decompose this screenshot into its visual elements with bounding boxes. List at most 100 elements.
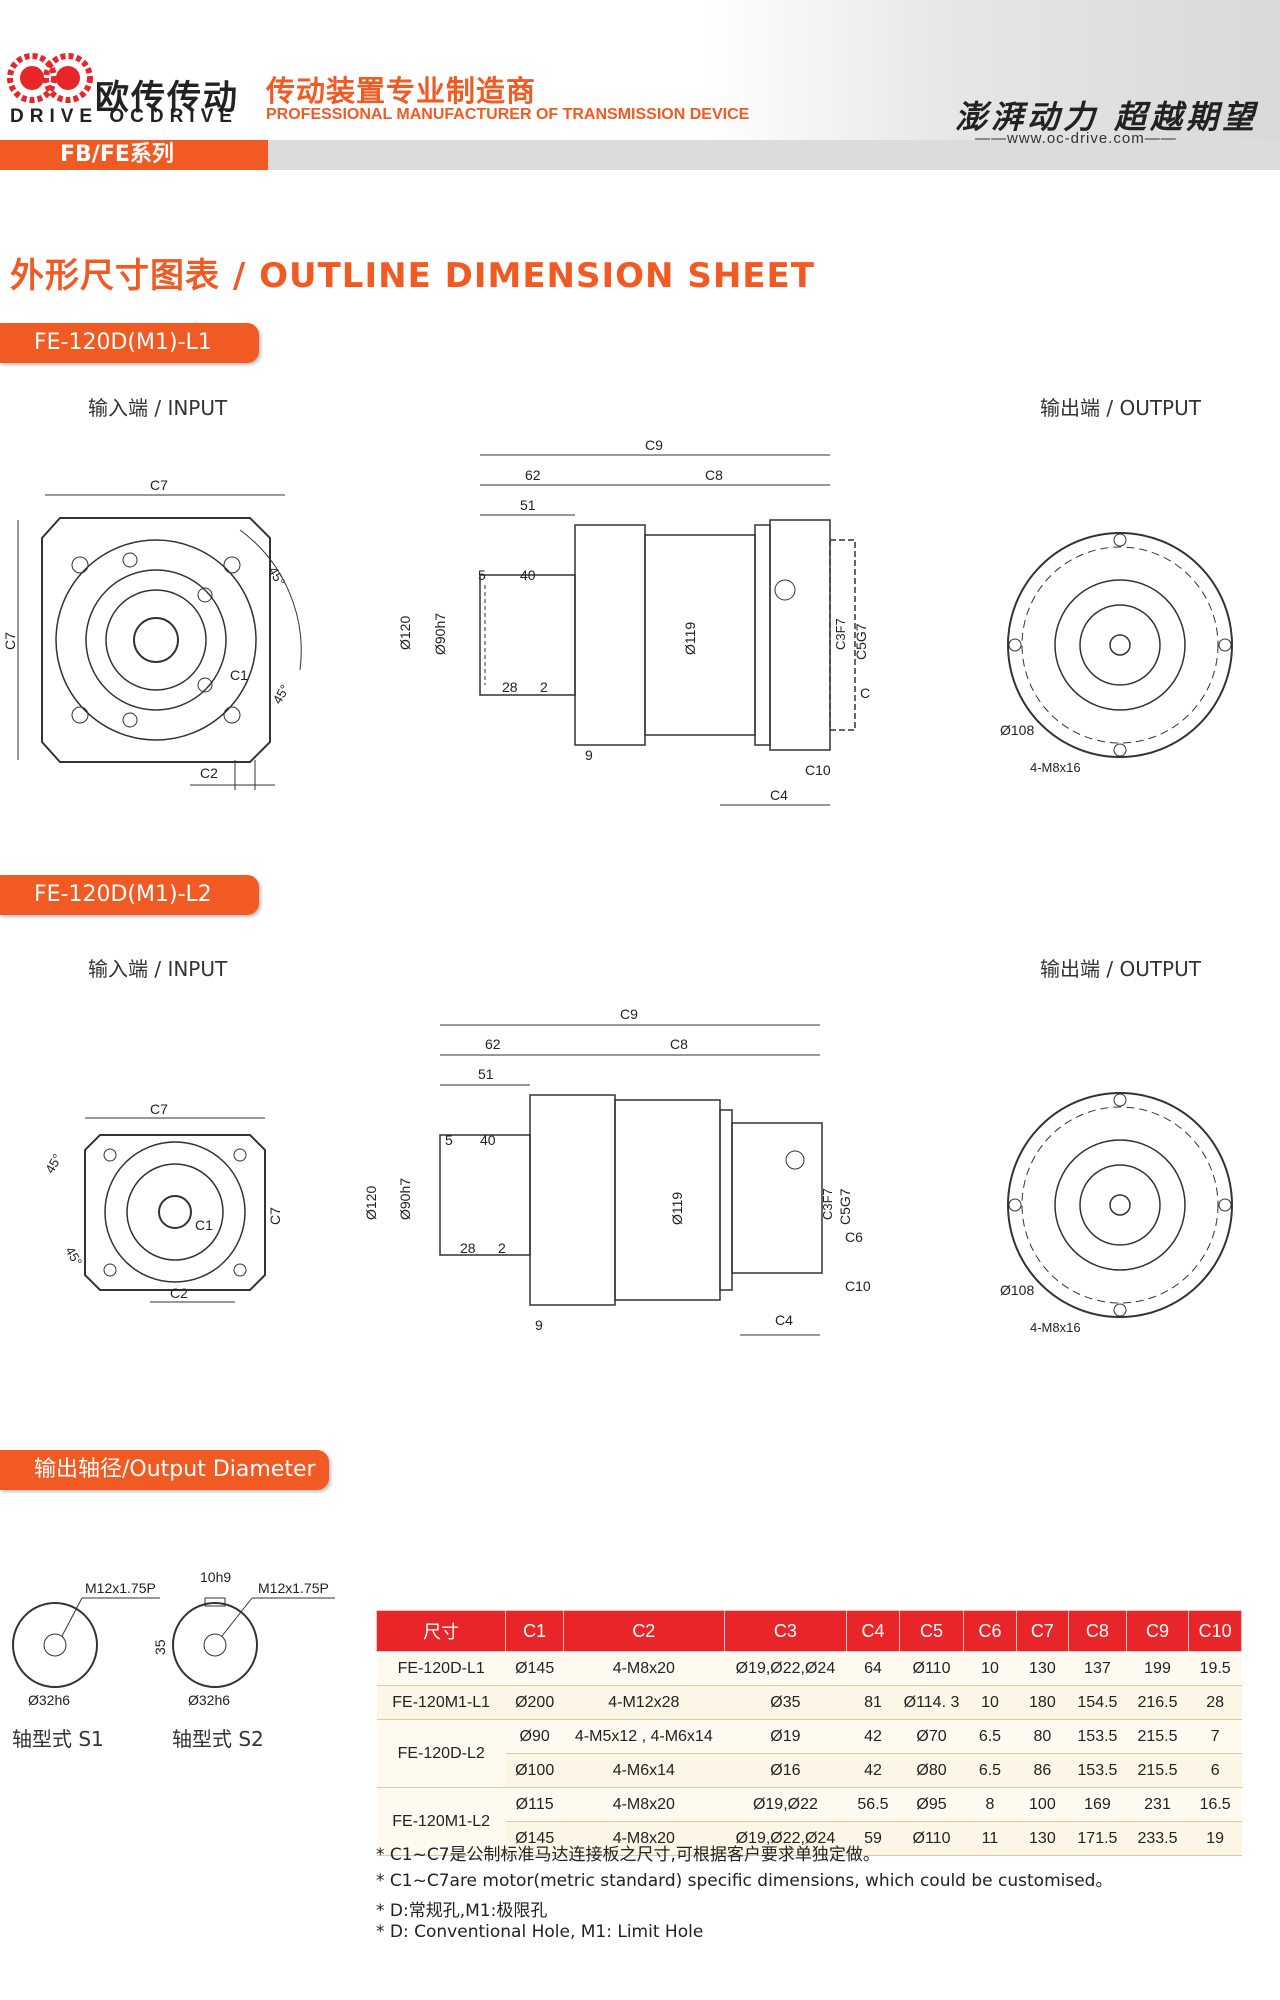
l1-dim-9: 9	[585, 747, 593, 763]
shaft-drawings: M12x1.75P Ø32h6 M12x1.75P 10h9 35 Ø32h6	[12, 1570, 335, 1708]
shaft-s1-label: 轴型式 S1	[12, 1727, 104, 1751]
l1-dim-holes: 4-M8x16	[1030, 760, 1081, 775]
section-shaft-heading: 输出轴径/Output Diameter	[0, 1450, 329, 1490]
cell: Ø16	[724, 1753, 847, 1788]
th-c9: C9	[1125, 1610, 1190, 1652]
s2-height: 35	[152, 1639, 168, 1655]
cell: 42	[846, 1719, 900, 1754]
l2-dim-9: 9	[535, 1317, 543, 1333]
l1-angle-2: 45°	[270, 682, 293, 707]
section-l1-model: FE-120D(M1)-L1	[0, 323, 259, 363]
cell: 215.5	[1126, 1753, 1189, 1788]
l1-input-drawing: C7 C7 45° 45° C1 C2	[2, 477, 302, 790]
l1-dim-28: 28	[502, 679, 518, 695]
dimension-table: 尺寸 C1 C2 C3 C4 C5 C6 C7 C8 C9 C10 FE-120…	[375, 1610, 1242, 1856]
cell: Ø19,Ø22	[724, 1787, 847, 1822]
cell: Ø145	[505, 1821, 564, 1856]
l2-dim-5: 5	[445, 1132, 453, 1148]
l2-dim-62: 62	[485, 1036, 501, 1052]
cell: 7	[1188, 1719, 1242, 1754]
l1-dim-62: 62	[525, 467, 541, 483]
l1-dim-phi120: Ø120	[397, 616, 413, 650]
cell: 171.5	[1068, 1821, 1127, 1856]
l2-dim-c7-v: C7	[267, 1207, 283, 1225]
l1-dim-c7-v: C7	[2, 632, 18, 650]
cell: 81	[846, 1685, 900, 1720]
l2-dim-phi90: Ø90h7	[397, 1178, 413, 1220]
s1-thread: M12x1.75P	[85, 1580, 156, 1596]
l1-dim-c2: C2	[200, 765, 218, 781]
l1-dim-phi90: Ø90h7	[432, 613, 448, 655]
note-2: * C1~C7are motor(metric standard) specif…	[376, 1871, 1113, 1891]
l2-dim-c10: C10	[845, 1278, 871, 1294]
l1-dim-5: 5	[478, 567, 486, 583]
l2-dim-c5: C5G7	[837, 1188, 853, 1225]
l1-dim-40: 40	[520, 567, 536, 583]
l2-dim-40: 40	[480, 1132, 496, 1148]
l2-dim-holes: 4-M8x16	[1030, 1320, 1081, 1335]
cell: Ø95	[899, 1787, 964, 1822]
cell: 100	[1016, 1787, 1069, 1822]
cell: 215.5	[1126, 1719, 1189, 1754]
cell: 80	[1016, 1719, 1069, 1754]
l2-dim-phi108: Ø108	[1000, 1282, 1034, 1298]
l2-dim-c4: C4	[775, 1312, 793, 1328]
note-4: * D: Conventional Hole, M1: Limit Hole	[376, 1922, 704, 1942]
cell: 64	[846, 1651, 900, 1686]
note-3: * D:常规孔,M1:极限孔	[376, 1901, 548, 1921]
l1-dim-c9: C9	[645, 437, 663, 453]
website-url: www.oc-drive.com	[1007, 130, 1145, 147]
l1-dim-c3: C3F7	[833, 618, 848, 650]
l1-dim-c5: C5G7	[853, 623, 869, 660]
th-c6: C6	[963, 1610, 1017, 1652]
cell: 10	[963, 1651, 1017, 1686]
l2-dim-phi119: Ø119	[669, 1192, 685, 1225]
s2-diameter: Ø32h6	[188, 1692, 230, 1708]
table-header-row: 尺寸 C1 C2 C3 C4 C5 C6 C7 C8 C9 C10	[375, 1610, 1242, 1652]
l1-dim-c10: C10	[805, 762, 831, 778]
cell: Ø19,Ø22,Ø24	[724, 1821, 847, 1856]
th-c7: C7	[1015, 1610, 1070, 1652]
l1-dim-51: 51	[520, 497, 536, 513]
cell: 154.5	[1068, 1685, 1127, 1720]
section-l2-model: FE-120D(M1)-L2	[0, 875, 259, 915]
l2-angle-1: 45°	[42, 1151, 65, 1176]
th-c1: C1	[505, 1610, 564, 1652]
l1-dim-c8: C8	[705, 467, 723, 483]
l1-input-label: 输入端 / INPUT	[88, 396, 228, 420]
cell: 4-M12x28	[563, 1685, 725, 1720]
website: ——www.oc-drive.com——	[975, 130, 1177, 147]
th-c5: C5	[898, 1610, 965, 1652]
cell: Ø70	[899, 1719, 964, 1754]
page-title: 外形尺寸图表 / OUTLINE DIMENSION SHEET	[10, 256, 815, 296]
tagline-en: PROFESSIONAL MANUFACTURER OF TRANSMISSIO…	[266, 106, 750, 123]
cell: 56.5	[846, 1787, 900, 1822]
cell: 4-M8x20	[563, 1651, 725, 1686]
cell: 4-M5x12 , 4-M6x14	[563, 1719, 725, 1754]
l2-input-drawing: C7 C7 45° 45° C1 C2	[42, 1101, 283, 1303]
s1-diameter: Ø32h6	[28, 1692, 70, 1708]
cell: Ø145	[505, 1651, 564, 1686]
cell: 19.5	[1188, 1651, 1242, 1686]
cell: 216.5	[1126, 1685, 1189, 1720]
l2-dim-28: 28	[460, 1240, 476, 1256]
cell: 231	[1126, 1787, 1189, 1822]
cell: FE-120D-L2	[376, 1719, 506, 1788]
l2-dim-2: 2	[498, 1240, 506, 1256]
cell: 130	[1016, 1651, 1069, 1686]
l1-dim-phi119: Ø119	[682, 622, 698, 655]
l2-angle-2: 45°	[62, 1244, 85, 1269]
th-c10: C10	[1188, 1610, 1242, 1652]
l1-side-drawing: C9 62 C8 51 5 40 28 2 Ø120 Ø90h7 Ø119 C5…	[397, 437, 870, 806]
th-c4: C4	[846, 1610, 900, 1652]
l2-output-drawing: Ø108 4-M8x16	[1000, 1092, 1233, 1335]
l2-dim-c2: C2	[170, 1285, 188, 1301]
cell: 4-M8x20	[563, 1821, 725, 1856]
cell: Ø19	[724, 1719, 847, 1754]
l2-dim-phi120: Ø120	[363, 1186, 379, 1220]
